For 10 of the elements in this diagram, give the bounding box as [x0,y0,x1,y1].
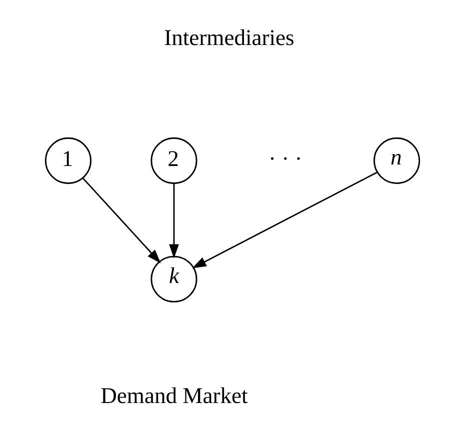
node-circle: n [373,137,420,184]
arrow [82,178,160,264]
node-circle: k [150,256,197,302]
label: Demand Market [100,382,248,408]
arrow [192,172,377,268]
arrow [168,183,178,258]
label: · · · [268,146,302,172]
node-circle: 2 [150,137,197,184]
label: Intermediaries [164,24,294,50]
node-circle: 1 [44,137,91,184]
